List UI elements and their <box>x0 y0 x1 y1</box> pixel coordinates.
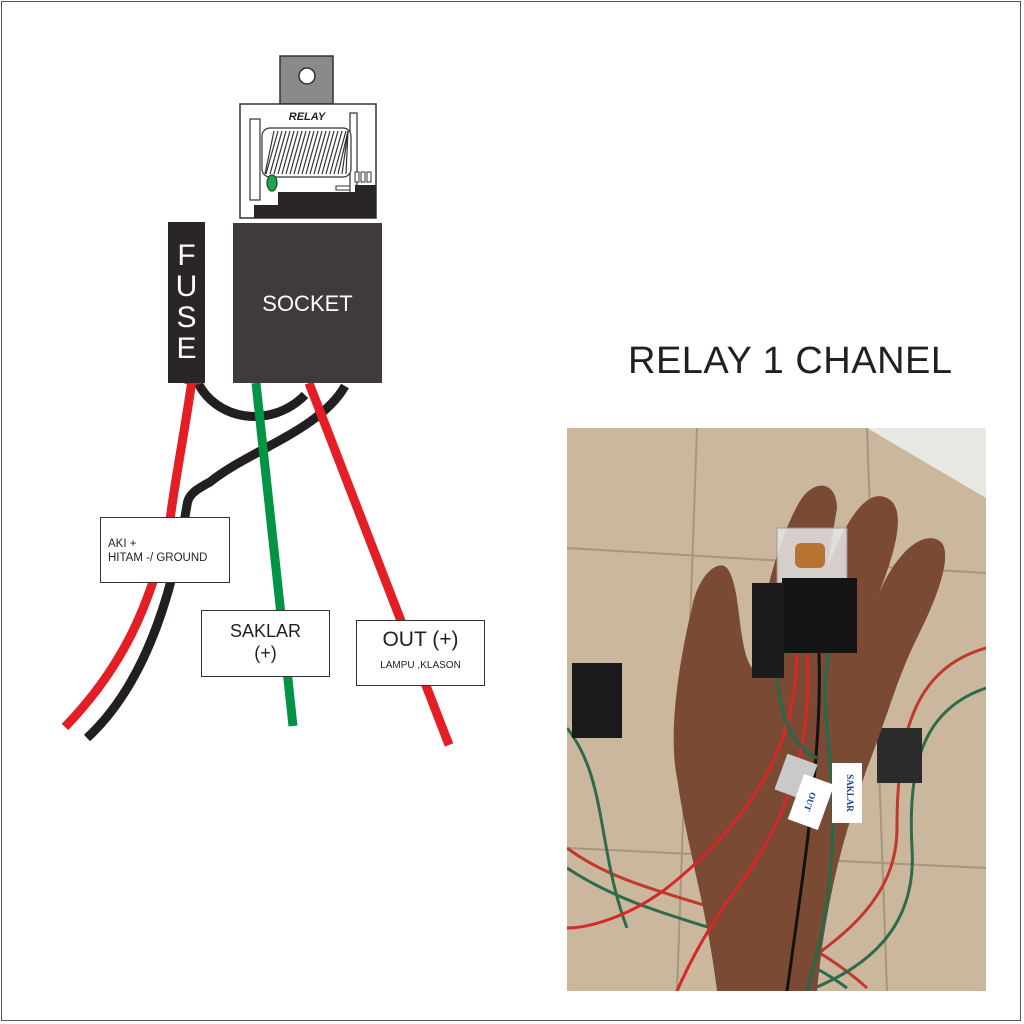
hand <box>673 485 946 991</box>
coil-hatch-line <box>285 130 299 175</box>
relay-pin <box>354 171 360 183</box>
relay-socket <box>782 578 857 653</box>
coil-hatch-line <box>345 130 349 175</box>
label-saklar-line2: (+) <box>254 643 277 663</box>
wire-ground <box>83 378 349 742</box>
coil-hatch-line <box>325 130 339 175</box>
paper-corner <box>867 428 986 498</box>
relay-copper-coil <box>795 543 825 568</box>
fuse-label: F U S E <box>168 240 205 364</box>
label-saklar-line1: SAKLAR <box>229 621 302 641</box>
label-saklar: SAKLAR (+) <box>201 610 330 677</box>
mount-hole-icon <box>298 67 316 85</box>
relay-diode-icon <box>266 174 278 192</box>
wire-out <box>304 381 454 747</box>
background-relay <box>877 728 922 783</box>
coil-hatch-line <box>277 130 291 175</box>
socket-label: SOCKET <box>262 291 353 316</box>
fuse-letter: S <box>176 301 197 334</box>
coil-hatch-line <box>281 130 295 175</box>
photo-illustration: OUT SAKLAR <box>567 428 986 991</box>
coil-hatch-line <box>317 130 331 175</box>
coil-hatch-line <box>293 130 307 175</box>
relay-base <box>254 205 376 218</box>
coil-hatch-line <box>264 130 275 175</box>
coil-hatch-line <box>297 130 311 175</box>
fuse-letter: F <box>177 239 196 272</box>
relay-brand-label: RELAY <box>289 111 327 123</box>
coil-hatch-line <box>341 130 349 175</box>
fuse-letter: E <box>176 332 197 365</box>
label-aki-line2: HITAM -/ GROUND <box>108 552 208 564</box>
label-out: OUT (+) LAMPU ,KLASON <box>356 620 485 686</box>
relay-pin <box>360 171 366 183</box>
fuse-holder <box>752 583 784 678</box>
coil-hatch-line <box>321 130 335 175</box>
label-aki-line1: AKI + <box>108 538 137 550</box>
fuse-block: F U S E <box>168 222 205 383</box>
tag-out <box>787 773 835 831</box>
tag-saklar <box>832 763 862 823</box>
label-aki-ground: AKI + HITAM -/ GROUND <box>100 517 230 583</box>
relay-base-upper <box>278 192 376 205</box>
coil-hatch-line <box>289 130 303 175</box>
coil-winding-icon <box>264 130 349 175</box>
coil-hatch-line <box>313 130 327 175</box>
socket-block: SOCKET <box>233 223 382 383</box>
relay-photo: OUT SAKLAR <box>567 428 986 991</box>
page-title: RELAY 1 CHANEL <box>628 340 953 382</box>
coil-hatch-line <box>337 130 349 175</box>
coil-hatch-line <box>269 130 283 175</box>
coil-hatch-line <box>265 130 279 175</box>
relay-contact-small <box>335 185 351 191</box>
relay-contact-left <box>249 118 261 201</box>
coil-hatch-line <box>329 130 343 175</box>
label-out-line1: OUT (+) <box>382 628 459 651</box>
tag-saklar-text: SAKLAR <box>845 774 855 812</box>
coil-hatch-line <box>305 130 319 175</box>
relay-pin <box>366 171 372 183</box>
relay-illustration: RELAY <box>239 55 377 219</box>
relay-base-step <box>355 185 376 193</box>
fuse-letter: U <box>175 270 198 303</box>
coil-hatch-line <box>273 130 287 175</box>
coil-hatch-line <box>333 130 347 175</box>
wire-tags: OUT SAKLAR <box>774 753 862 831</box>
coil-hatch-line <box>301 130 315 175</box>
label-out-line2: LAMPU ,KLASON <box>380 660 461 671</box>
coil-hatch-line <box>309 130 323 175</box>
background-relay <box>572 663 622 738</box>
